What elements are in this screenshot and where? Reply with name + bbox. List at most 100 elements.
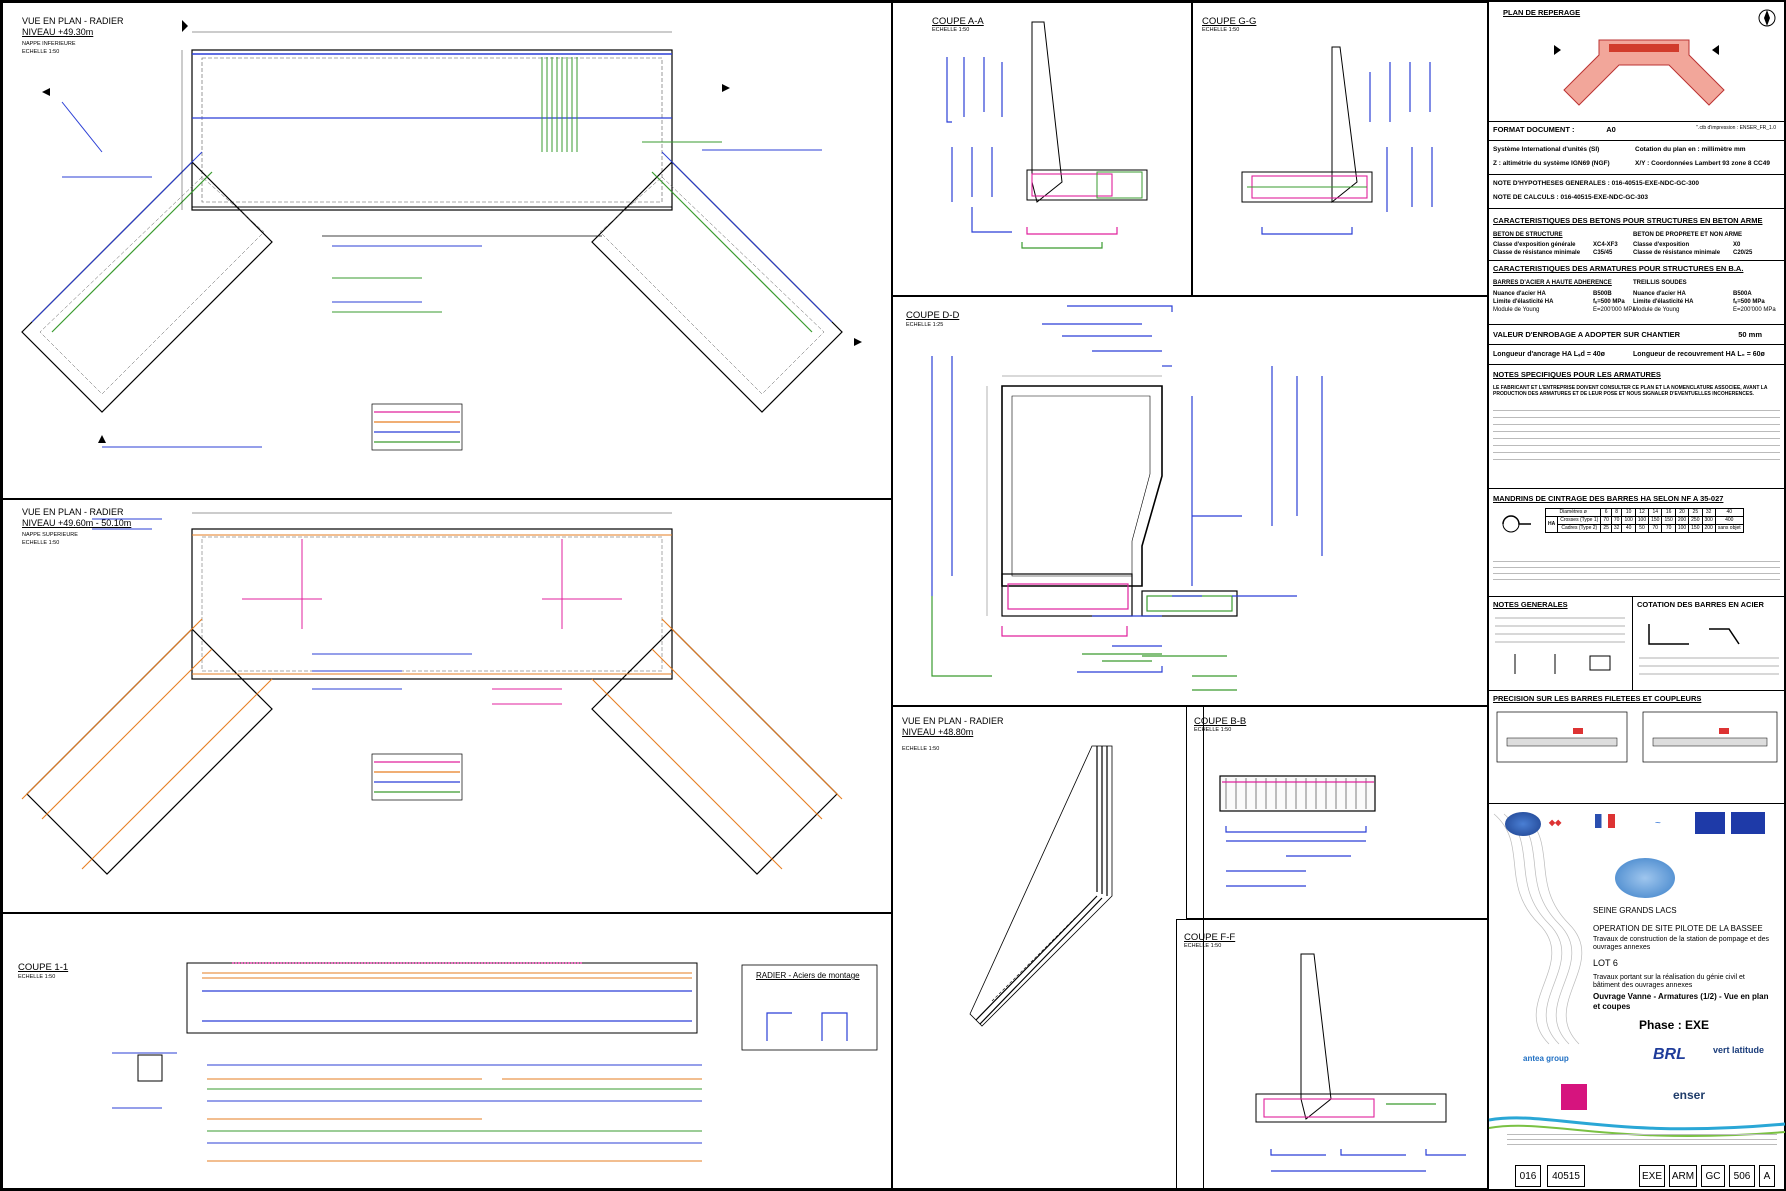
mandrins-table-wrap: Diamètres ø 6 8 10 12 14 16 20 25 32 40 … — [1544, 508, 1780, 533]
barres-ha: BARRES D'ACIER A HAUTE ADHERENCE — [1493, 280, 1612, 286]
format-value: A0 — [1606, 125, 1616, 134]
beton-header: CARACTERISTIQUES DES BETONS POUR STRUCTU… — [1493, 216, 1763, 225]
plan-4880-drawing — [969, 745, 1113, 1027]
ouvrage-title: Ouvrage Vanne - Armatures (1/2) - Vue en… — [1593, 992, 1769, 1011]
plan-top-drawing — [21, 512, 843, 875]
specif-header: NOTES SPECIFIQUES POUR LES ARMATURES — [1493, 370, 1661, 379]
expo2-label: Classe d'exposition — [1633, 242, 1690, 248]
format-label: FORMAT DOCUMENT : — [1493, 125, 1575, 134]
diam-cell: 40 — [1714, 508, 1744, 517]
arm-cols: BARRES D'ACIER A HAUTE ADHERENCE TREILLI… — [1493, 280, 1780, 287]
north-arrow-icon — [1758, 9, 1776, 27]
frame-coupe-gg — [1192, 2, 1488, 296]
plan-top-level: NIVEAU +49.60m - 50.10m — [22, 518, 132, 528]
calc-label: NOTE DE CALCULS : — [1493, 194, 1559, 201]
diam-cell: 16 — [1661, 508, 1676, 517]
diam-cell: 32 — [1701, 508, 1716, 517]
coupe-ff-title: COUPE F-F — [1184, 932, 1236, 943]
coupe-bb-title: COUPE B-B — [1194, 716, 1247, 727]
coupe-bb-scale: ECHELLE 1:50 — [1194, 727, 1232, 733]
cadres-cell: 50 — [1634, 524, 1650, 533]
coupe-aa-scale: ECHELLE 1:50 — [932, 27, 970, 33]
plan-bottom-scale: ECHELLE 1:50 — [22, 49, 60, 55]
notes-gen-row: NOTES GENERALES COTATION DES BARRES EN A… — [1493, 600, 1780, 609]
crosses-cell: 70 — [1600, 516, 1612, 525]
code-part-7: A — [1759, 1165, 1775, 1187]
plan-reperage-title: PLAN DE REPERAGE — [1503, 8, 1581, 17]
enser-logo: enser — [1673, 1088, 1706, 1102]
nuance2-label: Nuance d'acier HA — [1633, 291, 1686, 297]
seine-grands-lacs-logo-icon — [1615, 858, 1675, 898]
plan-4880-level: NIVEAU +48.80m — [902, 727, 974, 737]
format-row: FORMAT DOCUMENT : A0 ".ctb d'impression … — [1493, 125, 1780, 135]
limite-label: Limite d'élasticité HA — [1493, 299, 1554, 305]
vert-latitude-logo: vert latitude — [1713, 1045, 1765, 1055]
res2-value: C20/25 — [1733, 250, 1753, 256]
beton-cols: BETON DE STRUCTURE BETON DE PROPRETE ET … — [1493, 232, 1780, 239]
frame-plan-top — [2, 499, 892, 913]
limite2-label: Limite d'élasticité HA — [1633, 299, 1694, 305]
frame-coupe-dd — [892, 296, 1488, 706]
specif-text: LE FABRICANT ET L'ENTREPRISE DOIVENT CON… — [1493, 385, 1768, 397]
crosses-cell: 150 — [1661, 516, 1676, 525]
beton-struct: BETON DE STRUCTURE — [1493, 232, 1563, 238]
coupe-gg-drawing — [1241, 46, 1433, 235]
republique-logo-icon — [1595, 814, 1615, 828]
calc-row: NOTE DE CALCULS : 016-40515-EXE-NDC-GC-3… — [1493, 194, 1780, 201]
coupe-11-scale: ECHELLE 1:50 — [18, 974, 56, 980]
diam-cell: 10 — [1621, 508, 1636, 517]
cadres-cell: 150 — [1688, 524, 1703, 533]
arm-limite: Limite d'élasticité HA fₑ=500 MPa Limite… — [1493, 299, 1780, 306]
crosses-cell: 150 — [1648, 516, 1663, 525]
cadres-cell: sans objet — [1714, 524, 1744, 533]
crosses-cell: 100 — [1634, 516, 1650, 525]
farenge-logo-icon — [1561, 1084, 1587, 1110]
crosses-cell: 400 — [1714, 516, 1744, 525]
antea-logo: antea group — [1523, 1054, 1569, 1063]
coupe-ff-scale: ECHELLE 1:50 — [1184, 943, 1222, 949]
diam-cell: 14 — [1648, 508, 1663, 517]
module2-value: E=200'000 MPa — [1733, 307, 1776, 313]
nuance-label: Nuance d'acier HA — [1493, 291, 1546, 297]
code-part-2: 40515 — [1547, 1165, 1585, 1187]
mandrin-icon — [1502, 515, 1531, 533]
code-part-5: GC — [1701, 1165, 1725, 1187]
crosses-cell: 300 — [1701, 516, 1716, 525]
crosses-cell: 250 — [1688, 516, 1703, 525]
notes-panel: PLAN DE REPERAGE FORMAT DOCUMENT : A0 ".… — [1488, 0, 1784, 803]
hyp-value: 016-40515-EXE-NDC-GC-300 — [1611, 180, 1700, 187]
plan-seine-logo-icon: ~ — [1655, 818, 1661, 829]
arm-header: CARACTERISTIQUES DES ARMATURES POUR STRU… — [1493, 264, 1744, 273]
diam-cell: 20 — [1674, 508, 1690, 517]
diam-cell: 8 — [1610, 508, 1623, 517]
calc-value: 016-40515-EXE-NDC-GC-303 — [1560, 194, 1648, 201]
iledefrance-logo-icon: ◆◆ — [1549, 818, 1562, 827]
diam-cell: 12 — [1634, 508, 1650, 517]
enrobage-value: 50 mm — [1738, 330, 1762, 339]
notes-gen-sketches — [1495, 617, 1625, 674]
frame-coupe-11 — [2, 913, 892, 1189]
coupe-bb-drawing — [1219, 775, 1376, 887]
title-block: ◆◆ ~ SEINE GRANDS LACS OPERATION DE SITE… — [1488, 803, 1786, 1189]
coupe-aa-title: COUPE A-A — [932, 16, 984, 27]
lot-number: LOT 6 — [1593, 958, 1618, 968]
mandrins-table: Diamètres ø 6 8 10 12 14 16 20 25 32 40 … — [1544, 508, 1744, 533]
revision-table — [1507, 1130, 1777, 1156]
coupe-dd-scale: ECHELLE 1:25 — [906, 322, 944, 328]
frame-coupe-bb — [1186, 706, 1488, 919]
cotation-units: Cotation du plan en : millimètre mm — [1635, 146, 1746, 153]
crosses-cell: 70 — [1610, 516, 1623, 525]
crosses-cell: 100 — [1621, 516, 1636, 525]
altimetrie: Z : altimétrie du système IGN69 (NGF) — [1493, 160, 1610, 167]
hyp-row: NOTE D'HYPOTHESES GENERALES : 016-40515-… — [1493, 180, 1780, 187]
coupleurs-sketch — [1496, 711, 1778, 763]
plan-bottom-level: NIVEAU +49.30m — [22, 27, 94, 37]
code-part-4: ARM — [1669, 1165, 1697, 1187]
radier-montage-title: RADIER - Aciers de montage — [756, 971, 860, 980]
limite-value: fₑ=500 MPa — [1593, 299, 1625, 305]
diam-cell: 6 — [1600, 508, 1612, 517]
coords-row: Z : altimétrie du système IGN69 (NGF) X/… — [1493, 160, 1780, 167]
cadres-cell: 70 — [1648, 524, 1663, 533]
ancrage: Longueur d'ancrage HA Lₛd = 40ø — [1493, 351, 1605, 358]
units-row: Système International d'unités (SI) Cota… — [1493, 146, 1780, 153]
